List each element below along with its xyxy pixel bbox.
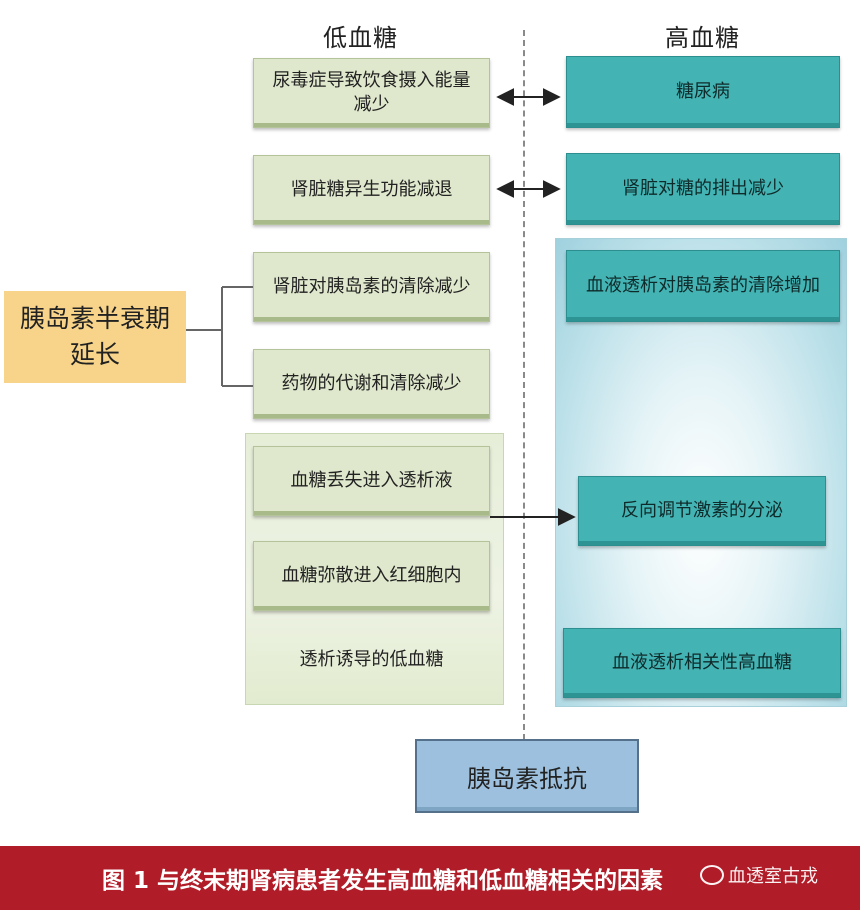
wechat-icon	[700, 865, 724, 885]
diagram: 低血糖 高血糖 尿毒症导致饮食摄入能量减少 肾脏糖异生功能减退 肾脏对胰岛素的清…	[4, 24, 847, 813]
right-box-counterregulatory-hormones: 反向调节激素的分泌	[578, 476, 826, 546]
left-box-glucose-diffusion-rbc: 血糖弥散进入红细胞内	[253, 541, 490, 611]
left-box-glucose-loss-dialysate: 血糖丢失进入透析液	[253, 446, 490, 516]
insulin-half-life-box: 胰岛素半衰期延长	[4, 291, 186, 383]
left-column-title: 低血糖	[323, 24, 398, 52]
insulin-resistance-box: 胰岛素抵抗	[415, 739, 639, 813]
left-box-renal-insulin-clearance: 肾脏对胰岛素的清除减少	[253, 252, 490, 322]
watermark: 血透室古戎	[700, 862, 818, 888]
watermark-text: 血透室古戎	[728, 866, 818, 887]
left-panel-label: 透析诱导的低血糖	[299, 649, 444, 671]
right-box-renal-glucose-excretion: 肾脏对糖的排出减少	[566, 153, 840, 225]
right-column-title: 高血糖	[665, 24, 740, 52]
connector-lines	[186, 88, 576, 526]
right-box-dialysis-insulin-clearance: 血液透析对胰岛素的清除增加	[566, 250, 840, 322]
left-box-renal-gluconeogenesis: 肾脏糖异生功能减退	[253, 155, 490, 225]
right-box-diabetes: 糖尿病	[566, 56, 840, 128]
left-box-drug-metabolism: 药物的代谢和清除减少	[253, 349, 490, 419]
figure-caption: 图 1 与终末期肾病患者发生高血糖和低血糖相关的因素	[0, 846, 860, 910]
left-box-uremia-intake: 尿毒症导致饮食摄入能量减少	[253, 58, 490, 128]
caption-text: 图 1 与终末期肾病患者发生高血糖和低血糖相关的因素	[102, 868, 664, 894]
center-divider	[523, 30, 525, 740]
right-panel-label: 血液透析相关性高血糖	[563, 628, 841, 698]
